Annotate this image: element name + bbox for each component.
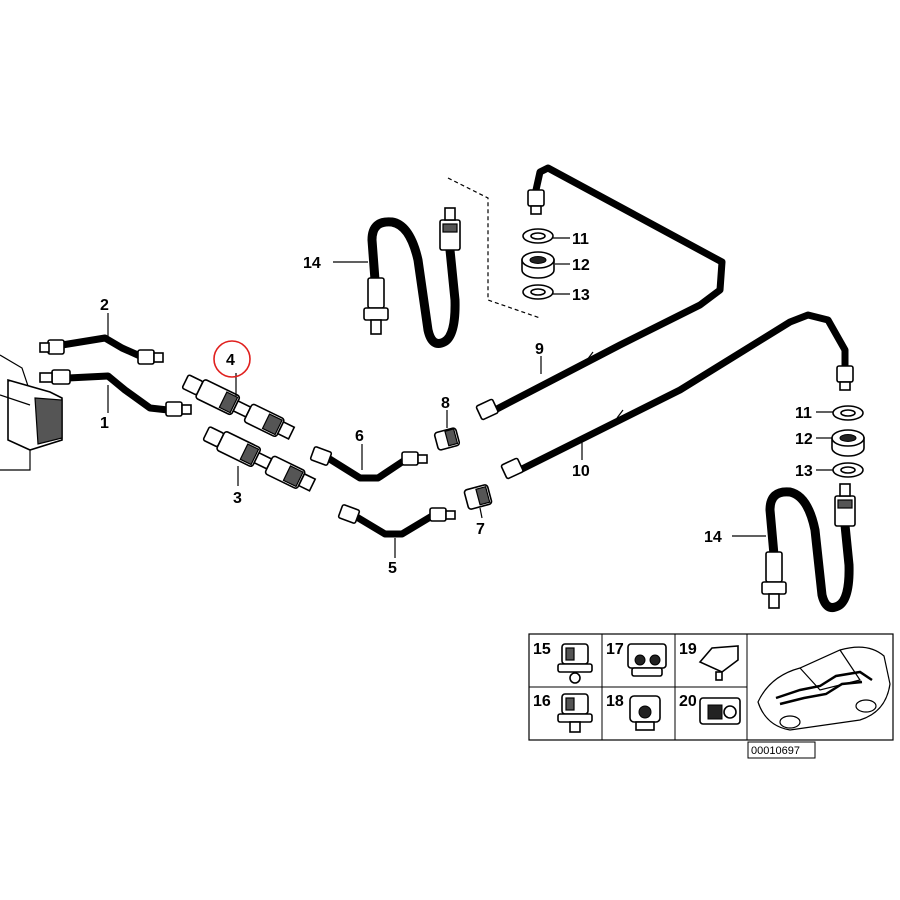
label-part-11-right: 11 — [795, 405, 812, 422]
label-part-15: 15 — [533, 641, 551, 658]
label-part-12-top: 12 — [572, 257, 590, 274]
car-overview-sketch — [757, 646, 891, 731]
clip-part-17[interactable]: 17 — [606, 641, 667, 677]
washer-part-13-right[interactable] — [832, 462, 864, 478]
label-part-13-top: 13 — [572, 287, 590, 304]
brake-hose-14-bottom[interactable] — [761, 483, 856, 613]
adapter-part-7[interactable] — [463, 484, 493, 510]
label-part-19: 19 — [679, 641, 697, 658]
connector-part-4[interactable] — [181, 372, 296, 443]
label-part-14-bottom: 14 — [704, 529, 722, 546]
clip-part-19[interactable]: 19 — [679, 641, 739, 681]
brake-line-6[interactable] — [309, 446, 428, 482]
clip-part-15[interactable]: 15 — [533, 641, 593, 684]
brake-line-9[interactable] — [475, 164, 726, 421]
leader-lines — [107, 237, 833, 558]
label-part-13-right: 13 — [795, 463, 813, 480]
label-part-11-top: 11 — [572, 231, 589, 248]
label-part-12-right: 12 — [795, 431, 813, 448]
label-part-16: 16 — [533, 693, 551, 710]
label-part-2: 2 — [100, 297, 109, 314]
label-part-20: 20 — [679, 693, 697, 710]
label-part-7: 7 — [476, 521, 485, 538]
brake-line-2[interactable] — [39, 334, 164, 365]
washer-part-11-top[interactable] — [522, 228, 554, 244]
label-part-4[interactable]: 4 — [226, 352, 235, 369]
washer-part-13-top[interactable] — [522, 284, 554, 300]
highlight-circle — [213, 340, 251, 378]
diagram-code-box: 00010697 — [747, 741, 816, 759]
diagram-code: 00010697 — [751, 745, 800, 757]
label-part-1: 1 — [100, 415, 109, 432]
clip-inset-table: 15 17 19 16 18 — [528, 633, 894, 741]
master-cylinder — [0, 354, 63, 471]
brake-line-5[interactable] — [337, 504, 456, 538]
label-part-6: 6 — [355, 428, 364, 445]
label-part-17: 17 — [606, 641, 624, 658]
label-part-3: 3 — [233, 490, 242, 507]
part-labels: 2 1 4 3 6 5 8 7 9 10 14 11 12 13 11 12 1… — [100, 231, 813, 577]
label-part-8: 8 — [441, 395, 450, 412]
clip-part-20[interactable]: 20 — [679, 693, 741, 725]
label-part-14-top: 14 — [303, 255, 321, 272]
clip-part-16[interactable]: 16 — [533, 693, 593, 733]
brake-line-10[interactable] — [500, 311, 854, 480]
brake-line-1[interactable] — [39, 369, 192, 417]
label-part-9: 9 — [535, 341, 544, 358]
connector-part-3[interactable] — [202, 424, 317, 495]
washer-part-11-right[interactable] — [832, 405, 864, 421]
brake-hose-14-top[interactable] — [363, 177, 541, 348]
adapter-part-8[interactable] — [433, 427, 461, 451]
label-part-18: 18 — [606, 693, 624, 710]
clip-part-18[interactable]: 18 — [606, 693, 661, 731]
label-part-5: 5 — [388, 560, 397, 577]
label-part-10: 10 — [572, 463, 590, 480]
seal-part-12-top[interactable] — [521, 251, 555, 279]
seal-part-12-right[interactable] — [831, 429, 865, 457]
